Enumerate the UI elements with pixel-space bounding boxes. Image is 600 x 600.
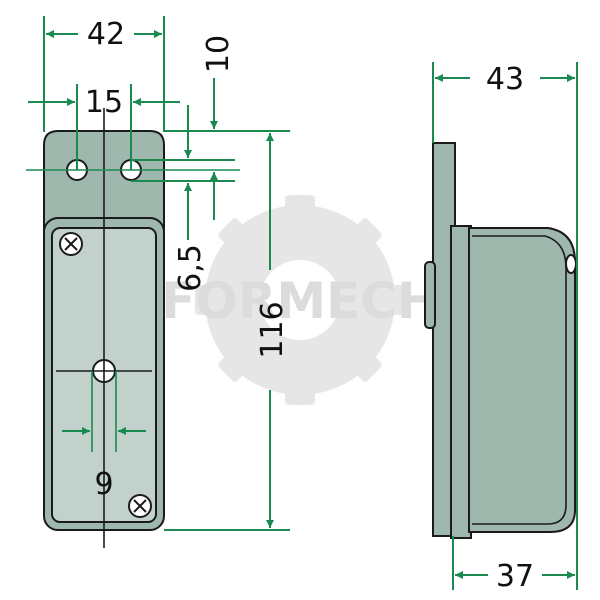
watermark-text: FORMECH: [161, 272, 439, 330]
dim-depth-body-label: 37: [496, 559, 534, 594]
side-body: [468, 227, 576, 533]
side-body-edge: [472, 235, 567, 525]
screw-icon: [128, 494, 152, 518]
side-view: [424, 142, 577, 539]
side-screw-head: [565, 254, 577, 274]
dim-hole-offset-label: 10: [201, 35, 236, 73]
dim-width-top-label: 42: [87, 17, 125, 52]
dim-height-total: [164, 133, 290, 531]
side-boss: [424, 261, 436, 329]
watermark: FORMECH: [161, 195, 439, 405]
dim-slot-width-label: 9: [94, 467, 113, 502]
dim-hole-diameter: [131, 105, 235, 240]
dim-hole-offset: [164, 78, 290, 220]
dim-depth-total: [432, 62, 578, 540]
dim-height-total-label: 116: [255, 301, 290, 358]
dim-width-top: [43, 16, 165, 132]
gear-logo-icon: [195, 195, 405, 405]
dim-hole-spacing: [28, 84, 180, 170]
dim-depth-total-label: 43: [486, 62, 524, 97]
screw-icon: [59, 232, 83, 256]
dim-depth-body: [452, 536, 578, 590]
dim-hole-spacing-label: 15: [85, 85, 123, 120]
front-view: [43, 130, 165, 531]
dim-hole-diameter-label: 6,5: [173, 244, 208, 292]
center-lines: [26, 108, 240, 548]
